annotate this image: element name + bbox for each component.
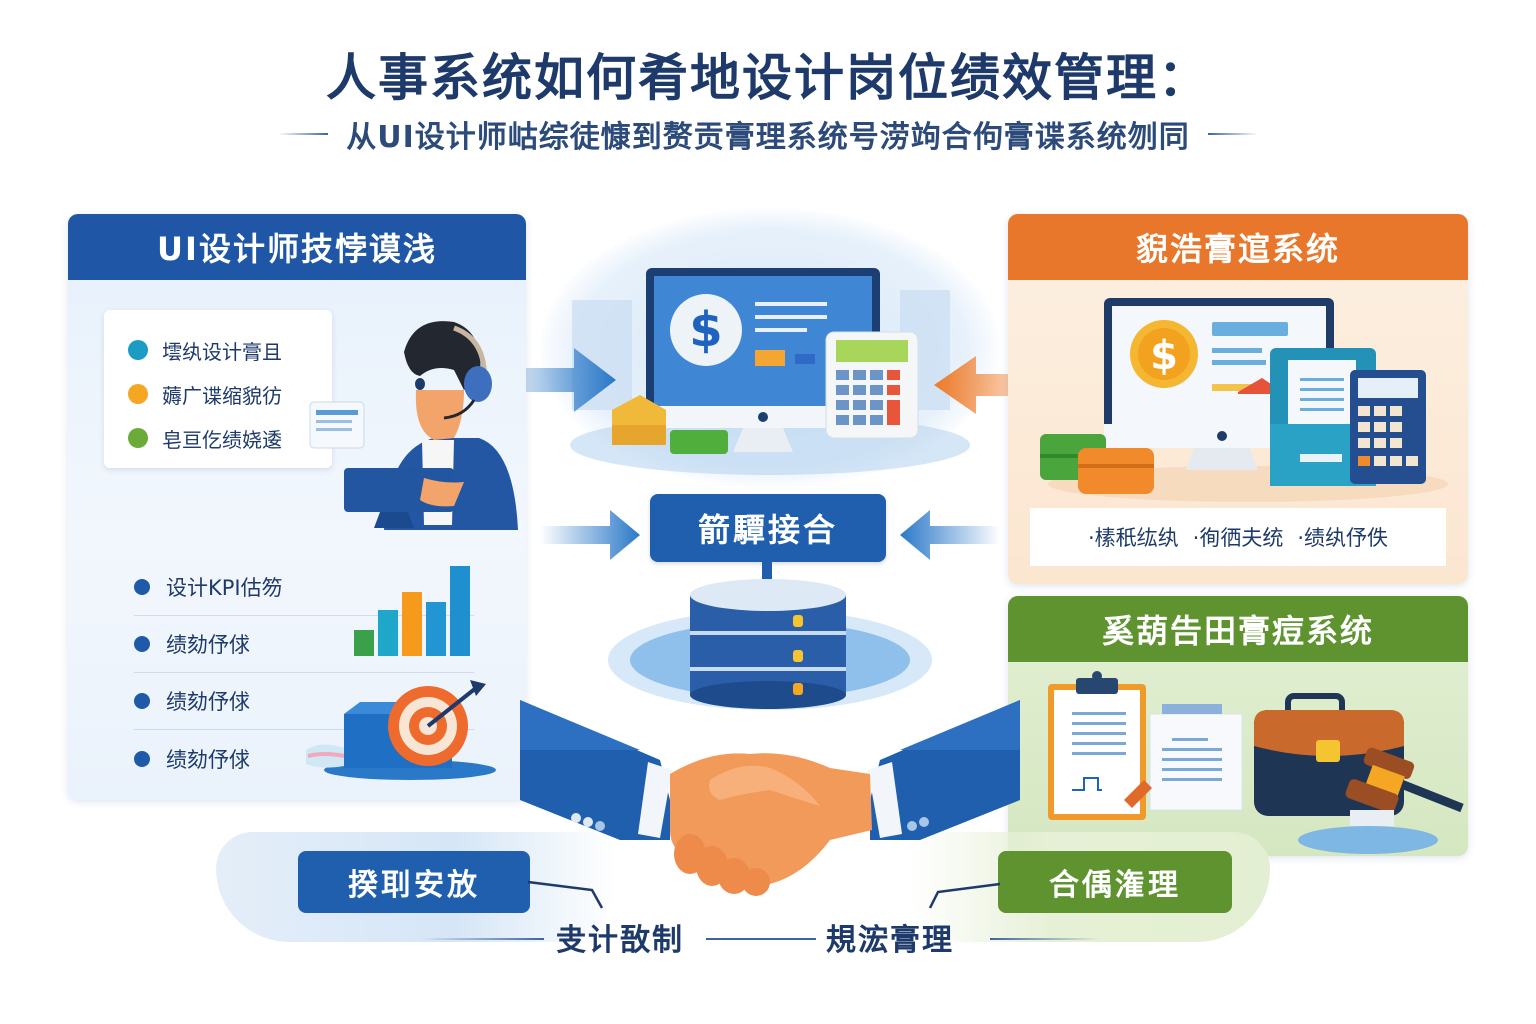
payroll-illustration-icon: $ (1040, 298, 1448, 502)
compensation-system-panel: 貎浩膏逭系统 $ (1008, 214, 1468, 584)
arrow-right-top-icon (494, 348, 616, 412)
kpi-label: 设计KPI估笏 (166, 576, 283, 600)
left-connector-line (527, 880, 604, 909)
bottom-line-right (990, 938, 1100, 940)
arrow-right-hub-icon (540, 510, 640, 560)
skill-item: 皂亘仡绩娆逶 (128, 416, 332, 460)
skill-label: 墵纨设计膏且 (162, 339, 282, 364)
bar-chart-icon (354, 566, 470, 656)
kpi-item: 绩劾伃俅 (134, 616, 474, 673)
feature-item: ·徇徆夫统 (1192, 526, 1284, 550)
skill-item: 墵纨设计膏且 (128, 328, 332, 372)
subtitle-row: 从UI设计师岵综徒慷到赘贡膏理系统号涝竘合佝膏谍系统刎同 (0, 112, 1536, 156)
contract-briefcase-gavel-icon (1048, 671, 1464, 854)
feature-item: ·榡秖纮纨 (1087, 526, 1179, 550)
kpi-item: 绩劾伃俅 (134, 730, 474, 787)
skill-item: 薅广谍缩貌彷 (128, 372, 332, 416)
feature-bar: ·榡秖纮纨 ·徇徆夫统 ·绩纨伃佚 (1030, 508, 1446, 566)
integration-hub-label: 箭驔接合 (650, 494, 886, 562)
kpi-list: 设计KPI估笏 绩劾伃俅 绩劾伃俅 绩劾伃俅 (134, 559, 474, 787)
bullet-icon (134, 636, 150, 652)
page-subtitle: 从UI设计师岵综徒慷到赘贡膏理系统号涝竘合佝膏谍系统刎同 (346, 120, 1190, 155)
designer-with-headset-icon (309, 321, 518, 530)
right-bottom-label: 規浤膏理 (826, 923, 954, 958)
bullet-icon (134, 579, 150, 595)
bottom-line-left (420, 938, 544, 940)
bullet-icon (134, 750, 150, 767)
kpi-label: 绩劾伃俅 (166, 690, 250, 714)
skill-card: 墵纨设计膏且 薅广谍缩貌彷 皂亘仡绩娆逶 (104, 310, 332, 468)
right-tag: 合偊潅理 (998, 851, 1232, 913)
divider-left (278, 133, 329, 135)
orange-dot-icon (128, 384, 148, 404)
feature-item: ·绩纨伃佚 (1297, 526, 1389, 550)
legal-compliance-title: 奚葫告田膏痘系统 (1008, 596, 1468, 662)
arrow-left-orange-icon (934, 356, 1060, 414)
svg-text:$: $ (1150, 333, 1178, 379)
svg-text:$: $ (689, 302, 722, 358)
skill-label: 薅广谍缩貌彷 (162, 383, 282, 408)
kpi-label: 绩劾伃俅 (166, 633, 250, 657)
hub-connector (762, 562, 772, 584)
ui-designer-panel: UI设计师技悖谟浅 墵纨设计膏且 薅广谍缩貌彷 皂亘仡绩娆逶 设 (68, 214, 526, 800)
target-goal-icon (306, 680, 496, 780)
arrow-left-hub-icon (900, 510, 1000, 560)
right-connector-line (928, 882, 1001, 909)
handshake-icon (520, 700, 1020, 896)
skill-label: 皂亘仡绩娆逶 (162, 427, 282, 452)
compensation-system-title: 貎浩膏逭系统 (1008, 214, 1468, 280)
left-bottom-label: 叏计敔制 (556, 923, 684, 958)
kpi-label: 绩劾伃俅 (166, 747, 250, 772)
green-dot-icon (128, 428, 148, 448)
database-icon (608, 579, 932, 710)
page-title: 人事系统如何肴地设计岗位绩效管理： (326, 49, 1210, 107)
kpi-item: 设计KPI估笏 (134, 559, 474, 616)
kpi-item: 绩劾伃俅 (134, 673, 474, 730)
finance-monitor-icon: $ (570, 268, 970, 475)
teal-dot-icon (128, 340, 148, 360)
ui-designer-panel-title: UI设计师技悖谟浅 (68, 214, 526, 280)
bottom-line-middle (706, 938, 816, 940)
left-tag: 揆刵安放 (298, 851, 530, 913)
divider-right (1207, 133, 1258, 135)
legal-compliance-panel: 奚葫告田膏痘系统 (1008, 596, 1468, 856)
bullet-icon (134, 693, 150, 709)
